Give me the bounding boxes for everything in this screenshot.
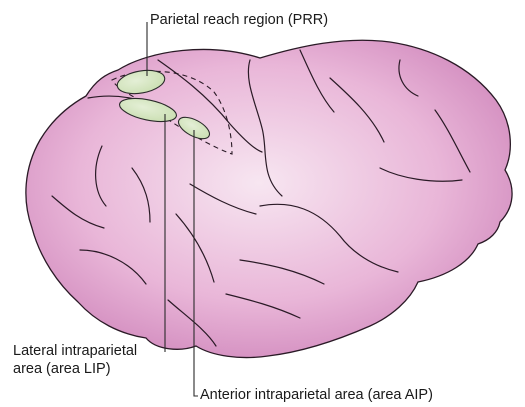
brain-silhouette	[26, 40, 512, 357]
prr-label: Parietal reach region (PRR)	[150, 12, 328, 29]
aip-label: Anterior intraparietal area (area AIP)	[200, 387, 433, 404]
lip-label-line2: area (area LIP)	[13, 361, 111, 378]
lip-label-line1: Lateral intraparietal	[13, 343, 137, 360]
